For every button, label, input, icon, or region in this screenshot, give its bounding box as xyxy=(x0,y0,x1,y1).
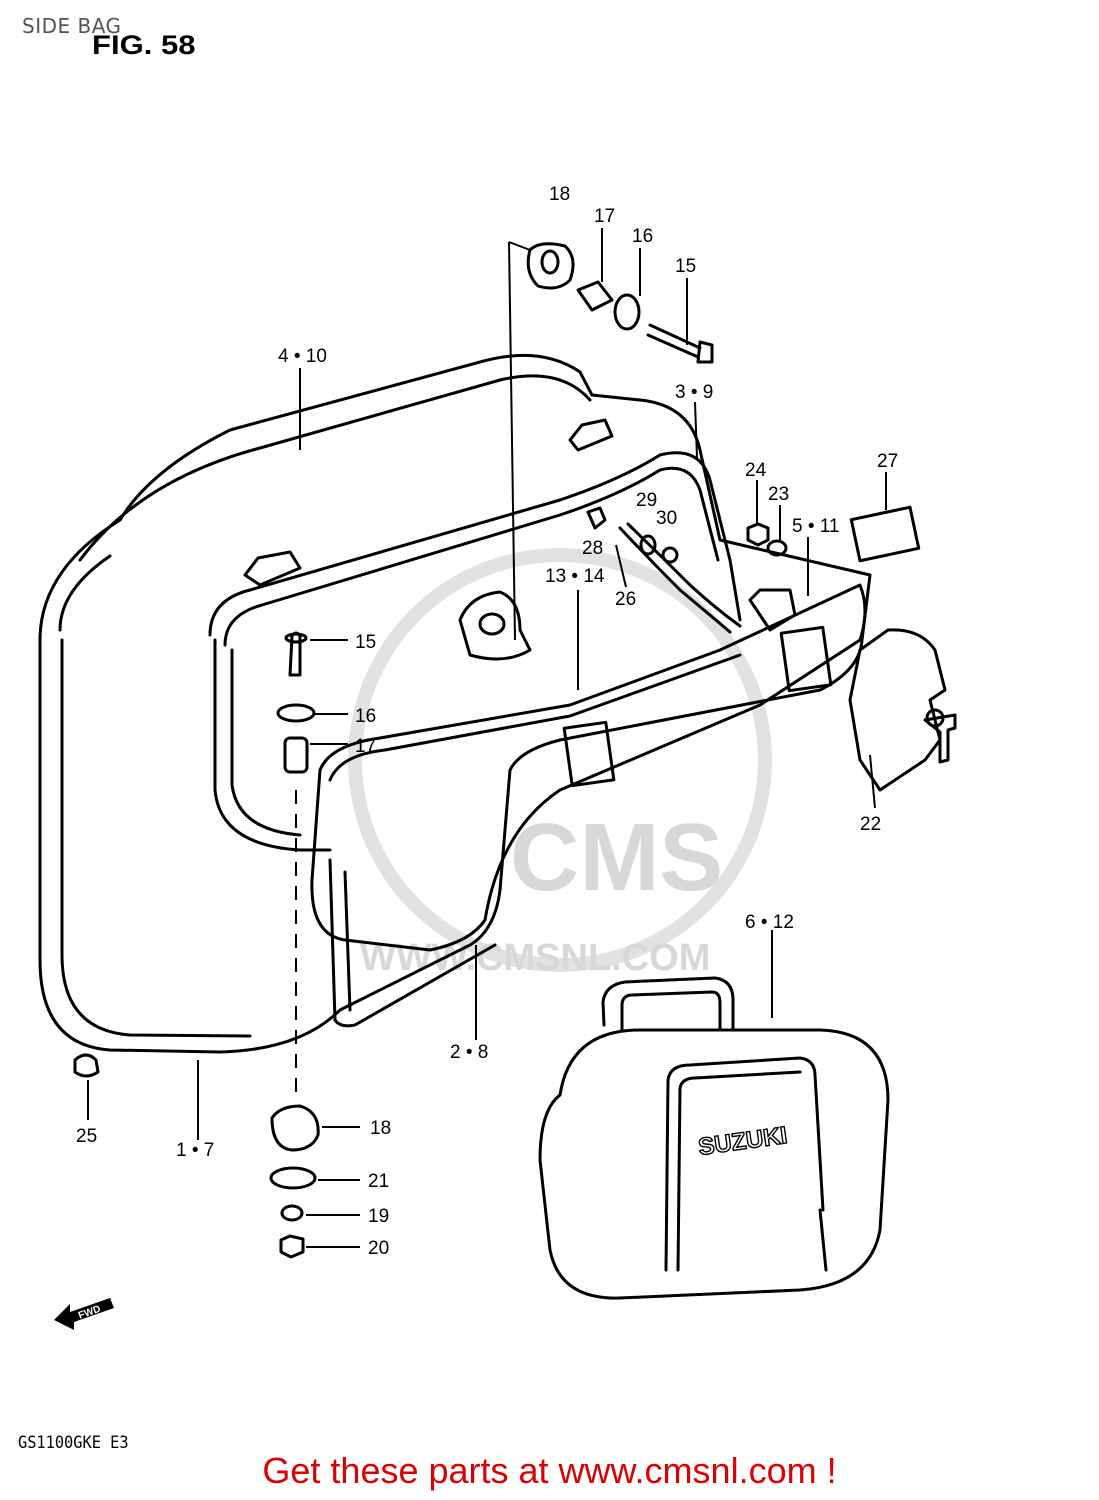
reflector xyxy=(849,505,921,563)
label-5-11: 5 • 11 xyxy=(792,516,840,537)
label-28: 28 xyxy=(582,538,603,559)
label-2-8: 2 • 8 xyxy=(450,1042,488,1063)
label-18-bottom: 18 xyxy=(370,1118,391,1139)
check-strap xyxy=(618,526,732,634)
label-17-top: 17 xyxy=(594,206,615,227)
label-23: 23 xyxy=(768,484,789,505)
label-30: 30 xyxy=(656,508,677,529)
label-6-12: 6 • 12 xyxy=(745,912,794,933)
label-19: 19 xyxy=(368,1206,389,1227)
label-17-left: 17 xyxy=(355,736,376,757)
leader-18-top xyxy=(508,241,516,641)
forward-label: FWD xyxy=(77,1304,102,1322)
bolt-left xyxy=(288,631,302,677)
watermark-logo: CMS xyxy=(510,804,723,911)
washer-left xyxy=(276,703,316,723)
grommet-bottom xyxy=(270,1104,320,1152)
inner-bag xyxy=(538,1028,890,1300)
washer-bottom xyxy=(269,1166,317,1190)
case-handle-right xyxy=(568,418,614,452)
label-4-10: 4 • 10 xyxy=(278,346,327,367)
label-26: 26 xyxy=(615,589,636,610)
label-25: 25 xyxy=(76,1126,97,1147)
forward-arrow-icon: FWD xyxy=(54,1298,114,1330)
label-15-top: 15 xyxy=(675,256,696,277)
nut-24 xyxy=(746,522,770,547)
side-bag-lid xyxy=(310,583,867,952)
label-27: 27 xyxy=(877,451,898,472)
label-18-top: 18 xyxy=(549,184,570,205)
model-code: GS1100GKE E3 xyxy=(18,1433,129,1453)
lock-washer xyxy=(280,1204,304,1222)
bag-brand-text: SUZUKI xyxy=(697,1122,789,1161)
washer-29 xyxy=(639,534,657,556)
bolt-top xyxy=(646,323,714,364)
collar-top xyxy=(576,280,614,312)
mount-boss xyxy=(458,590,532,661)
page-header: SIDE BAG xyxy=(22,14,122,38)
label-29: 29 xyxy=(636,490,657,511)
label-16-top: 16 xyxy=(632,226,653,247)
side-bag-case xyxy=(38,353,872,1054)
hinge-plate-2 xyxy=(779,625,833,693)
hinge-plate-1 xyxy=(562,720,616,788)
label-1-7: 1 • 7 xyxy=(176,1140,214,1161)
label-21: 21 xyxy=(368,1171,389,1192)
washer-top xyxy=(613,293,641,331)
lock-assembly xyxy=(848,628,947,792)
label-24: 24 xyxy=(745,460,767,481)
collar-left xyxy=(283,736,309,774)
label-3-9: 3 • 9 xyxy=(675,382,713,403)
watermark: CMS WWW.CMSNL.COM xyxy=(348,548,772,979)
cta-link[interactable]: Get these parts at www.cmsnl.com ! xyxy=(262,1450,837,1491)
label-15-left: 15 xyxy=(355,632,376,653)
washer-23 xyxy=(766,539,788,557)
lid-seal xyxy=(208,451,742,637)
label-20: 20 xyxy=(368,1238,389,1259)
label-22: 22 xyxy=(860,814,881,835)
hinge-bracket xyxy=(748,588,797,632)
label-13-14: 13 • 14 xyxy=(545,566,605,587)
case-handle-left xyxy=(243,550,302,587)
nut-bottom xyxy=(279,1234,305,1259)
bumper-25 xyxy=(73,1053,100,1078)
nut-30 xyxy=(661,546,679,564)
label-16-left: 16 xyxy=(355,706,376,727)
grommet-top xyxy=(526,242,575,290)
screw-28 xyxy=(586,506,607,530)
figure-title: FIG. 58 xyxy=(92,30,196,60)
